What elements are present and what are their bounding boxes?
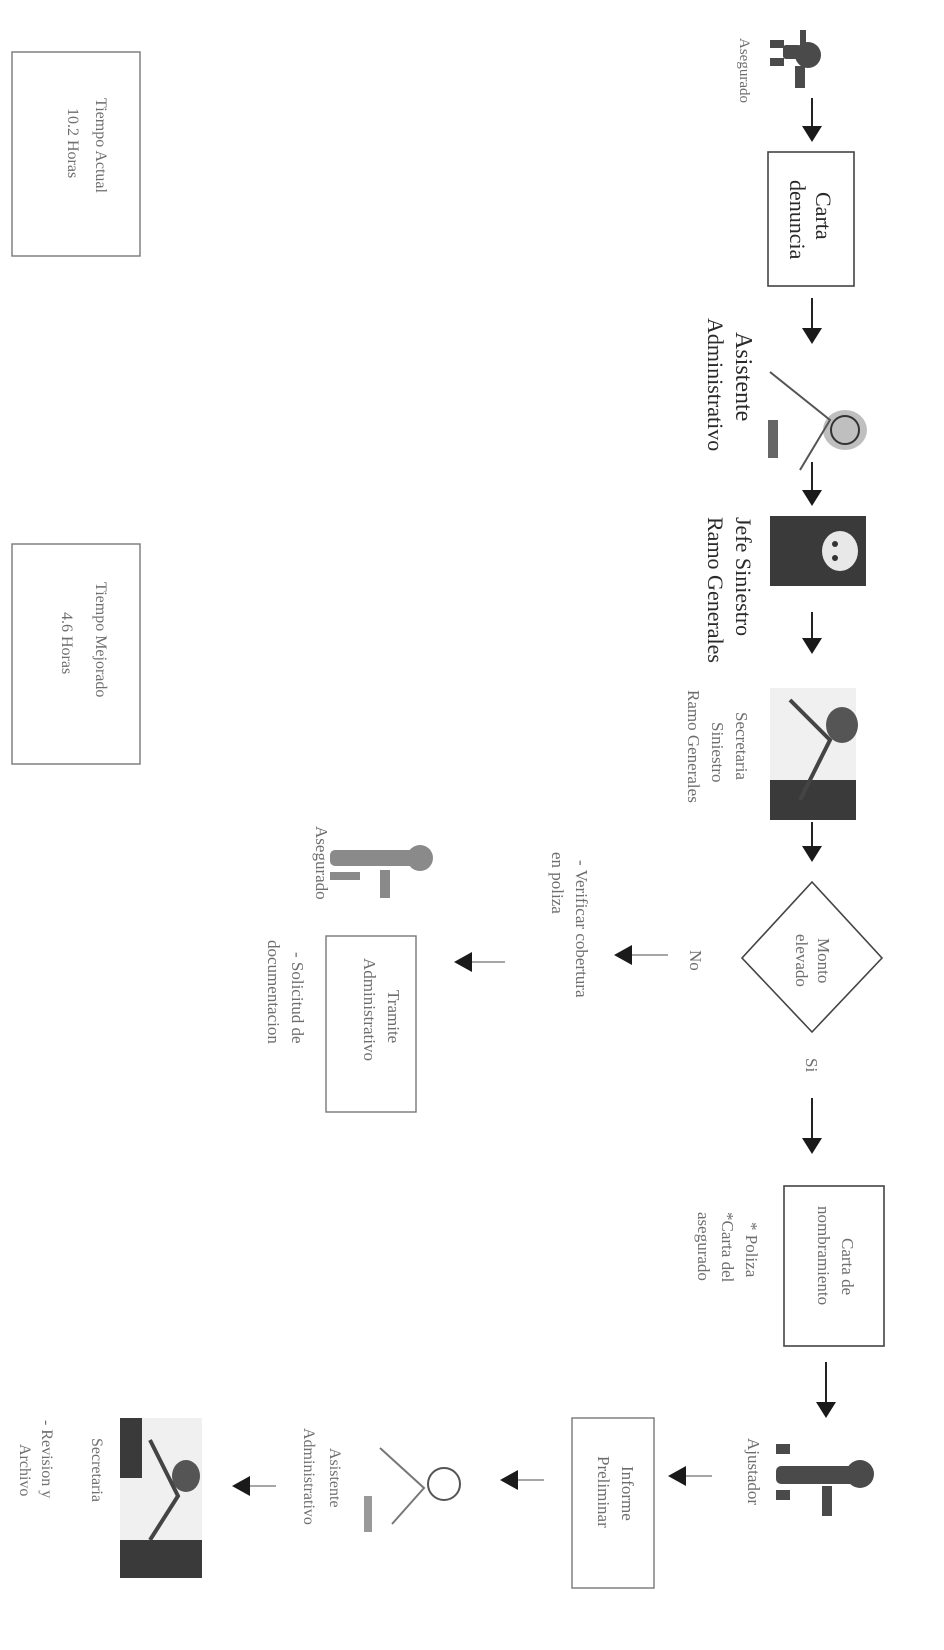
monto-elevado-label-1: Monto	[814, 938, 833, 983]
poliza-note-3: asegurado	[694, 1212, 713, 1281]
tiempo-actual-box	[11, 51, 141, 257]
carta-nombramiento-box	[783, 1185, 885, 1347]
asegurado-mid-label: Asegurado	[312, 826, 331, 900]
tramite-admin-label-2: Administrativo	[360, 958, 379, 1061]
secretaria-bottom-photo	[120, 1418, 202, 1578]
arrow-asegurado-to-carta	[802, 98, 822, 142]
asistente-bottom-label-1: Asistente	[326, 1448, 343, 1508]
secretaria-photo	[770, 688, 858, 820]
arrow-informe-to-asistente	[500, 1470, 544, 1490]
ajustador-label: Ajustador	[744, 1438, 763, 1505]
asegurado-figure-mid	[330, 845, 433, 898]
branch-no-label: No	[686, 950, 705, 971]
informe-preliminar-box	[571, 1417, 655, 1589]
carta-denuncia-label-1: Carta	[811, 192, 836, 240]
monto-elevado-decision	[740, 880, 884, 1034]
arrow-carta-to-asistente	[802, 298, 822, 344]
tiempo-actual-label-2: 10.2 Horas	[64, 108, 81, 178]
arrow-secretaria-to-monto	[802, 822, 822, 862]
monto-elevado-label-2: elevado	[792, 934, 811, 987]
informe-label-1: Informe	[618, 1466, 637, 1521]
asegurado-figure-top	[770, 30, 821, 88]
jefe-siniestro-photo	[770, 516, 866, 586]
secretaria-label-3: Ramo Generales	[684, 690, 703, 803]
arrow-jefe-to-secretaria	[802, 612, 822, 654]
asistente-top-label-2: Administrativo	[703, 318, 728, 451]
carta-nombramiento-label-1: Carta de	[838, 1238, 857, 1295]
arrow-asistente-to-secretaria	[232, 1476, 276, 1496]
ajustador-figure	[776, 1444, 874, 1516]
verificar-cobertura-label-1: - Verificar cobertura	[572, 860, 591, 998]
jefe-siniestro-label-1: Jefe Siniestro	[731, 517, 756, 636]
arrow-si-branch	[802, 1098, 822, 1154]
solicitud-doc-label-2: documentacion	[264, 940, 283, 1044]
tiempo-mejorado-box	[11, 543, 141, 765]
asistente-top-label-1: Asistente	[730, 332, 756, 421]
arrow-ajustador-to-informe	[668, 1466, 712, 1486]
carta-denuncia-label-2: denuncia	[785, 180, 810, 260]
tiempo-actual-label-1: Tiempo Actual	[92, 98, 109, 194]
poliza-note-1: * Poliza	[742, 1222, 761, 1278]
solicitud-doc-label-1: - Solicitud de	[288, 952, 307, 1044]
tiempo-mejorado-label-1: Tiempo Mejorado	[92, 582, 109, 697]
arrow-verificar-to-tramite	[454, 952, 505, 972]
jefe-siniestro-label-2: Ramo Generales	[703, 517, 728, 663]
arrow-no-branch	[614, 945, 668, 965]
informe-label-2: Preliminar	[594, 1456, 613, 1528]
poliza-note-2: *Carta del	[718, 1212, 737, 1283]
arrow-asistente-to-jefe	[802, 462, 822, 506]
revision-archivo-label-2: Archivo	[16, 1444, 33, 1496]
asistente-bottom-label-2: Administrativo	[300, 1428, 317, 1525]
asistente-figure-top	[768, 371, 867, 471]
tramite-admin-label-1: Tramite	[384, 990, 403, 1043]
secretaria-label-1: Secretaria	[732, 712, 751, 780]
verificar-cobertura-label-2: en poliza	[548, 852, 567, 914]
asegurado-top-label: Asegurado	[736, 38, 752, 103]
revision-archivo-label-1: - Revision y	[38, 1420, 55, 1498]
carta-denuncia-box	[767, 151, 855, 287]
carta-nombramiento-label-2: nombramiento	[814, 1206, 833, 1305]
arrow-carta-to-ajustador	[816, 1362, 836, 1418]
tiempo-mejorado-label-2: 4.6 Horas	[58, 612, 75, 674]
tramite-admin-box	[325, 935, 417, 1113]
branch-si-label: Si	[802, 1058, 821, 1072]
secretaria-label-2: Siniestro	[708, 722, 727, 782]
secretaria-bottom-label: Secretaria	[88, 1438, 105, 1502]
asistente-figure-bottom	[364, 1447, 461, 1532]
